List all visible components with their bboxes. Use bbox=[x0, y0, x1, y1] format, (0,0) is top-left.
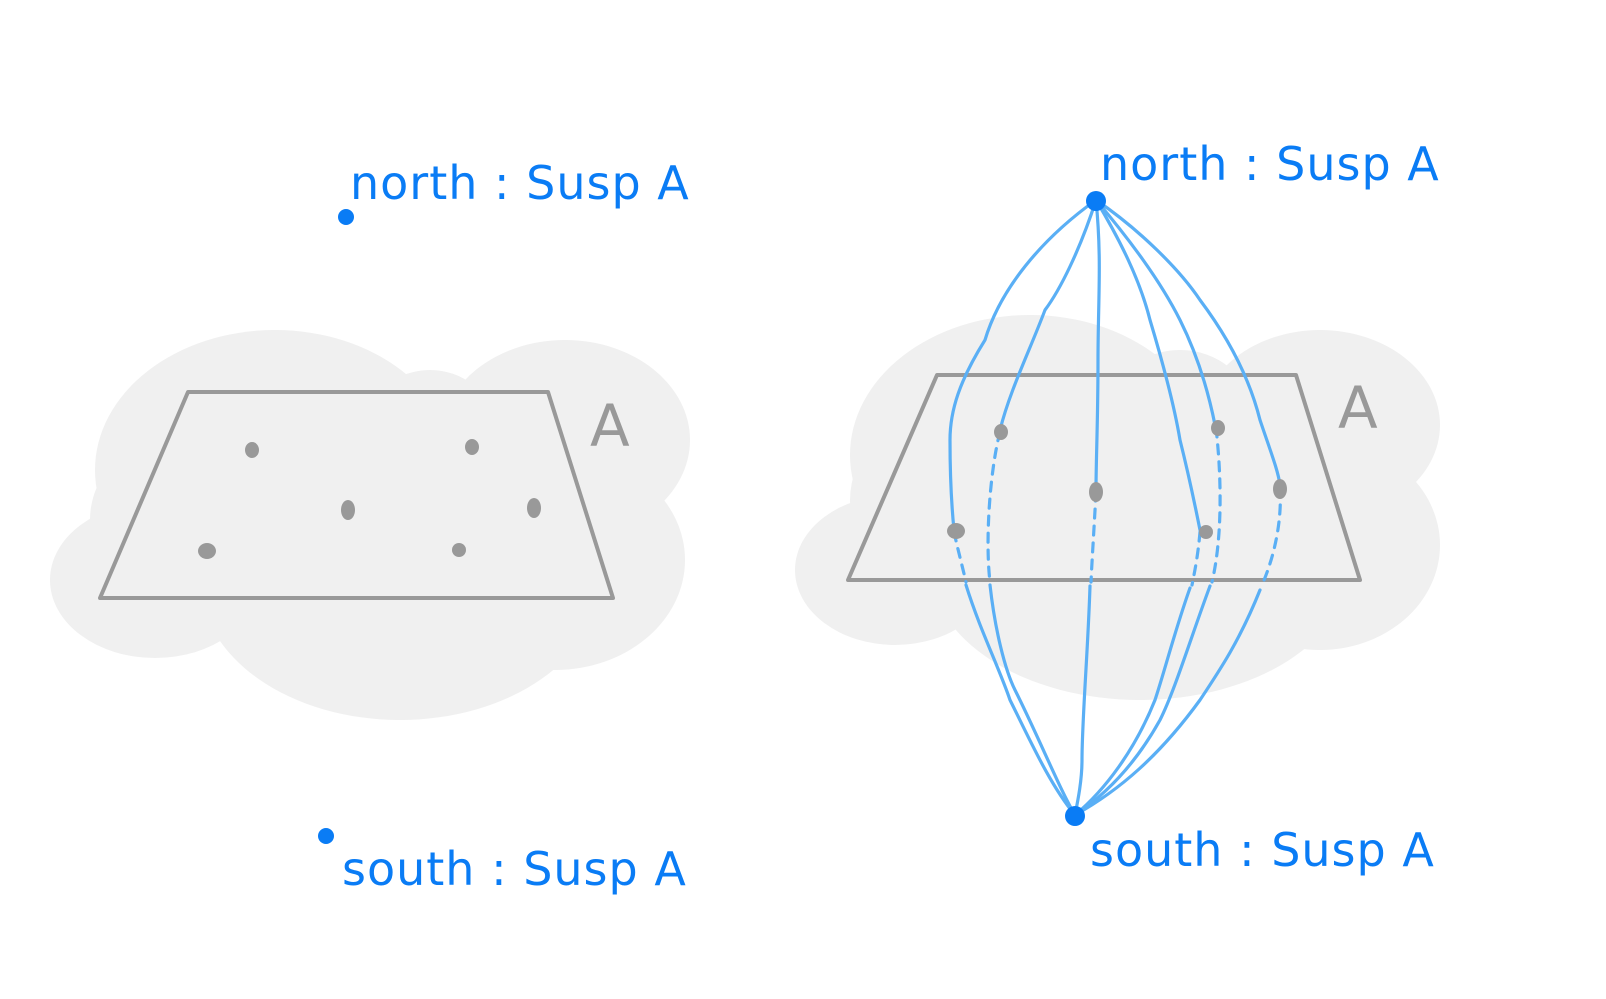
point bbox=[341, 500, 355, 520]
right-points bbox=[947, 420, 1287, 539]
left-points bbox=[198, 439, 541, 559]
meridian-path bbox=[1089, 490, 1098, 584]
point bbox=[1089, 482, 1103, 502]
right-cloud-blob bbox=[795, 315, 1440, 700]
point bbox=[452, 543, 466, 557]
left-south-point bbox=[318, 828, 334, 844]
meridian-path bbox=[1073, 584, 1212, 817]
meridian-path bbox=[988, 583, 1077, 817]
point bbox=[994, 424, 1008, 440]
left-set-label: A bbox=[590, 392, 630, 460]
meridian-path bbox=[1073, 586, 1192, 817]
right-south-point bbox=[1065, 806, 1085, 826]
meridian-path bbox=[1073, 584, 1092, 817]
meridian-path bbox=[1094, 198, 1101, 492]
right-set-label: A bbox=[1338, 374, 1378, 442]
right-south-label: south : Susp A bbox=[1090, 823, 1435, 877]
left-north-point bbox=[338, 209, 354, 225]
point bbox=[1273, 479, 1287, 499]
meridian-path bbox=[1094, 198, 1282, 487]
point bbox=[947, 523, 965, 539]
meridian-path bbox=[1073, 588, 1262, 817]
left-south-label: south : Susp A bbox=[342, 842, 687, 896]
meridian-path bbox=[986, 430, 1002, 584]
left-plane bbox=[98, 390, 615, 600]
point bbox=[465, 439, 479, 455]
meridian-path bbox=[1210, 426, 1222, 584]
meridian-path bbox=[1190, 530, 1202, 587]
point bbox=[527, 498, 541, 518]
point bbox=[1199, 525, 1213, 539]
meridian-path bbox=[1094, 198, 1217, 427]
left-cloud-blob bbox=[50, 330, 690, 720]
right-panel: A bbox=[795, 137, 1440, 877]
right-north-label: north : Susp A bbox=[1100, 137, 1440, 191]
left-north-label: north : Susp A bbox=[350, 156, 690, 210]
point bbox=[1211, 420, 1225, 436]
meridian-path bbox=[948, 198, 1098, 532]
right-plane bbox=[846, 373, 1362, 582]
point bbox=[245, 442, 259, 458]
point bbox=[198, 543, 216, 559]
left-panel: A north : Susp A south : Susp A bbox=[50, 156, 690, 896]
meridian-path bbox=[998, 198, 1098, 432]
meridian-path bbox=[964, 583, 1077, 817]
meridian-path bbox=[1094, 198, 1202, 532]
right-north-point bbox=[1086, 191, 1106, 211]
meridians bbox=[948, 198, 1282, 817]
